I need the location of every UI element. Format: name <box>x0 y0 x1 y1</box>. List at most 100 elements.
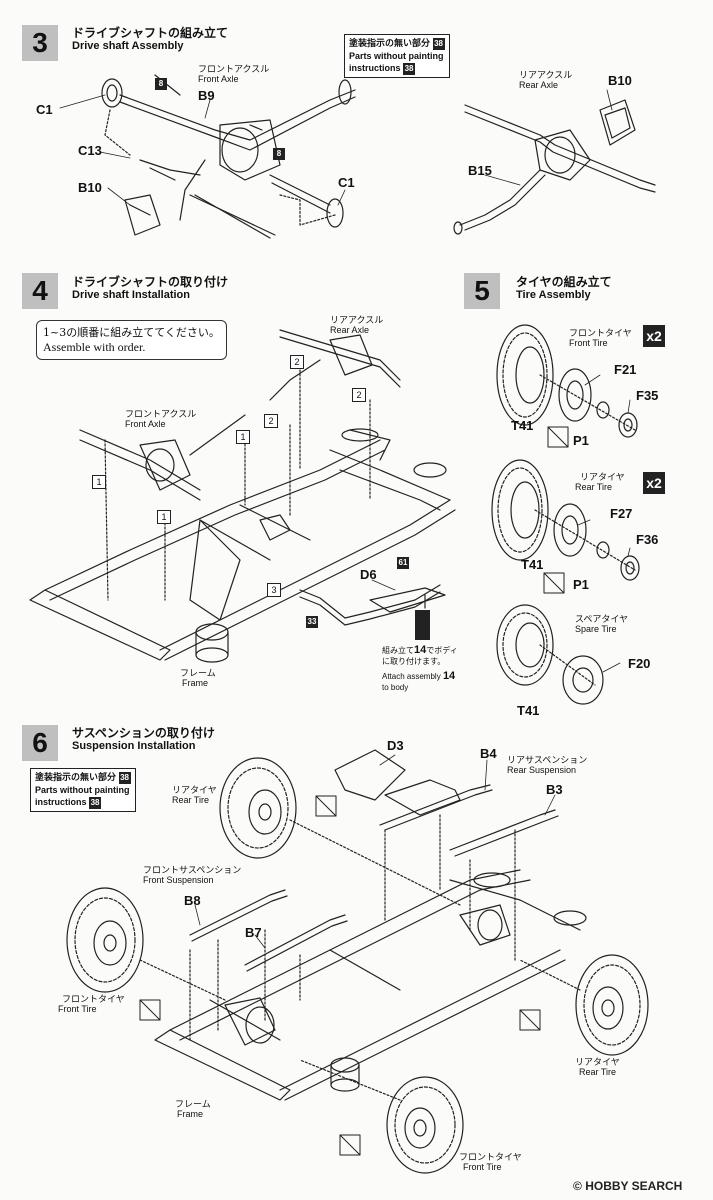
ref-badge: 38 <box>403 63 416 75</box>
frame-label-en: Frame <box>177 1109 204 1119</box>
step-title-en: Drive shaft Assembly <box>72 40 184 52</box>
part-label: F36 <box>636 532 659 547</box>
front-axle-label-ja: フロントアクスル <box>198 65 270 75</box>
order-mark: 2 <box>290 355 304 369</box>
no-paint-note: 塗装指示の無い部分 38 Parts without painting inst… <box>30 768 136 812</box>
part-label: P1 <box>573 577 589 592</box>
front-tire-label-en: Front Tire <box>569 338 608 348</box>
rear-tire-label-en: Rear Tire <box>172 795 210 805</box>
ref-badge: 33 <box>306 616 318 628</box>
note-ja: 塗装指示の無い部分 <box>349 38 431 48</box>
front-axle-label-en: Front Axle <box>125 419 166 429</box>
step-title-ja: サスペンションの取り付け <box>72 726 215 740</box>
step-number: 4 <box>22 273 58 309</box>
rear-axle-label-en: Rear Axle <box>330 325 370 335</box>
watermark-text: HOBBY SEARCH <box>585 1179 683 1193</box>
part-label: F20 <box>628 656 651 671</box>
step-title-ja: ドライブシャフトの取り付け <box>72 275 229 289</box>
front-suspension-label-en: Front Suspension <box>143 875 214 885</box>
rear-axle-label-ja: リアアクスル <box>519 71 573 81</box>
rear-axle-label-en: Rear Axle <box>519 80 559 90</box>
part-label: D6 <box>360 567 377 582</box>
spare-tire-label-ja: スペアタイヤ <box>575 615 629 625</box>
rear-suspension-label-ja: リアサスペンション <box>507 756 588 766</box>
rear-tire-label-ja: リアタイヤ <box>580 473 625 483</box>
quantity-badge: x2 <box>643 325 665 347</box>
order-mark: 3 <box>267 583 281 597</box>
front-tire-label-en: Front Tire <box>58 1004 97 1014</box>
front-tire-label-en: Front Tire <box>463 1162 502 1172</box>
tire-drawings-step5 <box>491 324 640 705</box>
step-number: 6 <box>22 725 58 761</box>
attach-ja-3: に取り付けます。 <box>382 657 446 666</box>
step-title-ja: タイヤの組み立て <box>516 275 612 289</box>
part-label: F21 <box>614 362 637 377</box>
part-label: T41 <box>511 418 534 433</box>
part-label: B3 <box>546 782 563 797</box>
part-label: F35 <box>636 388 659 403</box>
order-note-ja: 1~3の順番に組み立ててください。 <box>43 326 220 339</box>
rear-tire-label-ja: リアタイヤ <box>575 1058 620 1068</box>
order-note-en: Assemble with order. <box>43 340 146 354</box>
note-en-1: Parts without painting <box>349 51 444 61</box>
step-title-en: Drive shaft Installation <box>72 289 190 301</box>
front-tire-label-ja: フロントタイヤ <box>459 1153 522 1163</box>
note-ja: 塗装指示の無い部分 <box>35 772 117 782</box>
leader-lines <box>59 89 631 949</box>
attach-en-1: Attach assembly <box>382 672 441 681</box>
attach-ja-1: 組み立て <box>382 646 414 655</box>
part-label: B15 <box>468 163 492 178</box>
no-paint-icons <box>139 426 569 1156</box>
note-en-2: instructions <box>349 63 401 73</box>
step-title-en: Tire Assembly <box>516 289 591 301</box>
front-axle-label-ja: フロントアクスル <box>125 410 197 420</box>
part-label: C1 <box>338 175 355 190</box>
note-en-2: instructions <box>35 797 87 807</box>
rear-suspension-label-en: Rear Suspension <box>507 765 577 775</box>
ref-badge: 38 <box>89 797 102 809</box>
step-number: 3 <box>22 25 58 61</box>
rear-tire-label-en: Rear Tire <box>579 1067 617 1077</box>
no-paint-note: 塗装指示の無い部分 38 Parts without painting inst… <box>344 34 450 78</box>
part-label: B9 <box>198 88 215 103</box>
order-mark: 1 <box>92 475 106 489</box>
frame-label-ja: フレーム <box>175 1100 211 1110</box>
part-label: B10 <box>608 73 632 88</box>
part-label: T41 <box>521 557 544 572</box>
front-axle-drawing <box>101 74 356 239</box>
chassis-drawing-step4 <box>29 329 456 663</box>
attach-num: 14 <box>442 670 456 682</box>
assembly-order-note: 1~3の順番に組み立ててください。 Assemble with order. <box>36 320 227 360</box>
front-axle-label-en: Front Axle <box>198 74 239 84</box>
watermark: © HOBBY SEARCH <box>573 1179 682 1193</box>
front-tire-label-ja: フロントタイヤ <box>62 995 125 1005</box>
order-mark: 2 <box>352 388 366 402</box>
part-label: F27 <box>610 506 633 521</box>
quantity-badge: x2 <box>643 472 665 494</box>
rear-axle-drawing <box>453 99 656 235</box>
attach-note: 組み立て14でボディ に取り付けます。 Attach assembly 14 t… <box>382 645 458 693</box>
step-number: 5 <box>464 273 500 309</box>
ref-badge: 38 <box>118 772 131 784</box>
part-label: C1 <box>36 102 53 117</box>
part-label: T41 <box>517 703 540 718</box>
ref-badge: 61 <box>397 557 409 569</box>
attach-ja-2: でボディ <box>426 646 458 655</box>
copyright-symbol: © <box>573 1179 582 1193</box>
part-label: D3 <box>387 738 404 753</box>
rear-axle-label-ja: リアアクスル <box>330 316 384 326</box>
part-label: B7 <box>245 925 262 940</box>
attach-en-2: to body <box>382 683 409 692</box>
front-suspension-label-ja: フロントサスペンション <box>143 866 242 876</box>
suspension-drawing-step6 <box>66 749 649 1174</box>
part-label: P1 <box>573 433 589 448</box>
order-mark: 1 <box>157 510 171 524</box>
color-ref-badge: 8 <box>273 148 285 160</box>
ref-badge: 38 <box>432 38 445 50</box>
part-label: C13 <box>78 143 102 158</box>
part-label: B4 <box>480 746 497 761</box>
rear-tire-label-en: Rear Tire <box>575 482 613 492</box>
note-en-1: Parts without painting <box>35 785 130 795</box>
